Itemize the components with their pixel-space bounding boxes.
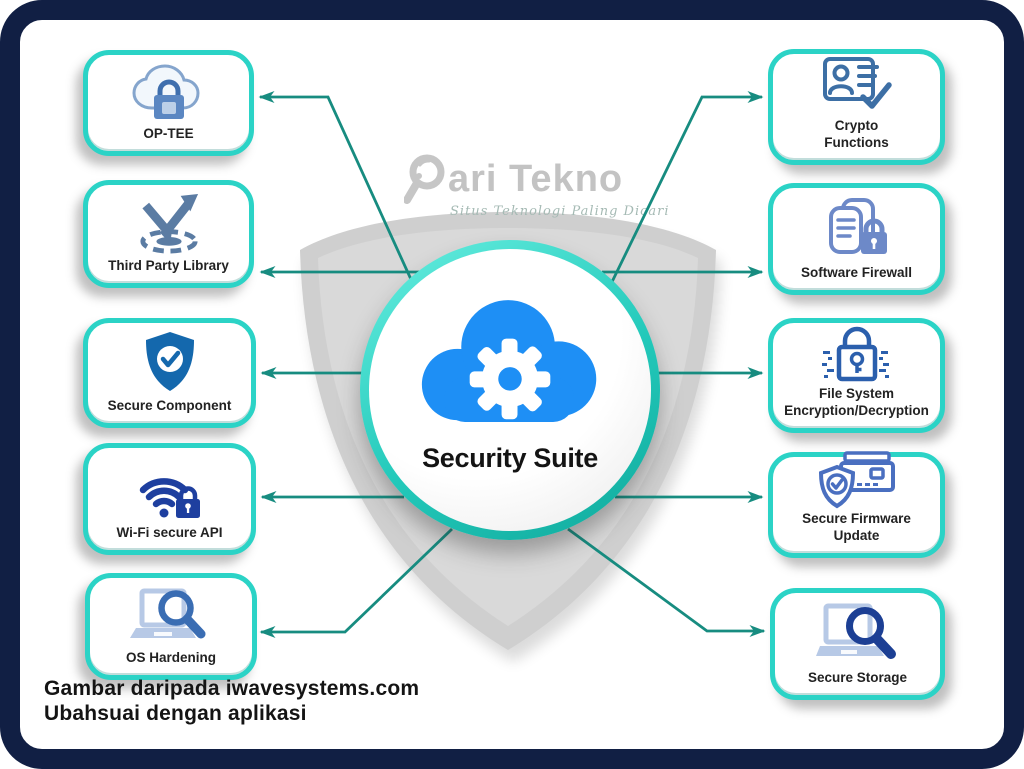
laptop-search-icon bbox=[130, 588, 206, 638]
connector-os-hardening bbox=[259, 527, 453, 638]
node-label: Secure Component bbox=[107, 398, 232, 413]
id-card-check-icon bbox=[822, 57, 892, 109]
node-label: OP-TEE bbox=[143, 126, 194, 141]
connector-crypto-functions bbox=[608, 91, 764, 287]
caption-line-1: Gambar daripada iwavesystems.com bbox=[44, 677, 420, 700]
node-third-party-library: Third Party Library bbox=[83, 180, 254, 288]
node-os-hardening: OS Hardening bbox=[85, 573, 257, 680]
image-credit-caption: Gambar daripada iwavesystems.com Ubahsua… bbox=[44, 676, 419, 726]
node-label: Third Party Library bbox=[108, 258, 229, 273]
node-label: File System Encryption/Decryption bbox=[784, 386, 929, 418]
cloud-lock-icon bbox=[131, 64, 200, 119]
node-label: Secure Firmware Update bbox=[802, 511, 911, 543]
watermark-brand: ari Tekno bbox=[448, 158, 624, 200]
node-crypto-functions: Crypto Functions bbox=[768, 49, 945, 165]
node-software-firewall: Software Firewall bbox=[768, 183, 945, 295]
node-label: Wi-Fi secure API bbox=[116, 525, 223, 540]
laptop-search-dark-icon bbox=[815, 603, 896, 659]
watermark-tagline: Situs Teknologi Paling Dicari bbox=[450, 204, 670, 219]
center-badge: Security Suite bbox=[360, 240, 660, 540]
connector-op-tee bbox=[258, 91, 416, 287]
lock-key-icon bbox=[821, 326, 889, 382]
wifi-lock-icon bbox=[139, 478, 200, 518]
firmware-shield-icon bbox=[818, 451, 895, 509]
magnifier-icon bbox=[404, 154, 445, 204]
node-label: OS Hardening bbox=[125, 650, 216, 665]
node-op-tee: OP-TEE bbox=[83, 50, 254, 156]
center-title: Security Suite bbox=[422, 443, 598, 473]
caption-line-2: Ubahsuai dengan aplikasi bbox=[44, 702, 307, 725]
node-label: Software Firewall bbox=[800, 265, 913, 280]
node-secure-storage: Secure Storage bbox=[770, 588, 945, 700]
documents-lock-icon bbox=[828, 198, 887, 254]
node-secure-component: Secure Component bbox=[83, 318, 256, 428]
node-label: Secure Storage bbox=[807, 670, 908, 685]
watermark: ari Tekno Situs Teknologi Paling Dicari bbox=[404, 152, 670, 219]
cloud-gear-icon bbox=[421, 300, 597, 422]
node-secure-firmware-update: Secure Firmware Update bbox=[768, 451, 945, 558]
target-arrows-icon bbox=[139, 193, 198, 254]
node-label: Crypto Functions bbox=[824, 118, 889, 150]
node-wifi-secure-api: Wi-Fi secure API bbox=[83, 443, 256, 555]
shield-check-icon bbox=[145, 332, 194, 391]
connector-secure-storage bbox=[567, 527, 766, 637]
node-file-system-encryption: File System Encryption/Decryption bbox=[768, 318, 945, 433]
